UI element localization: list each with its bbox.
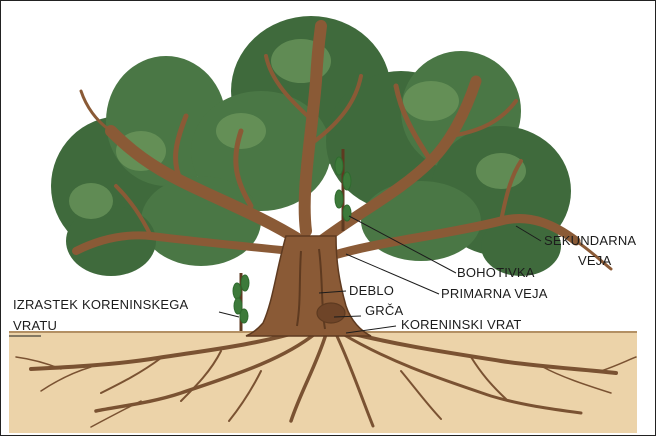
burl (317, 303, 345, 323)
label-izrastek-1: IZRASTEK KORENINSKEGA (13, 297, 188, 313)
label-sekundarna-veja-2: VEJA (578, 253, 611, 269)
label-grca: GRČA (365, 303, 403, 319)
label-koreninski-vrat: KORENINSKI VRAT (401, 317, 522, 333)
label-bohotivka: BOHOTIVKA (457, 265, 535, 281)
label-primarna-veja: PRIMARNA VEJA (441, 286, 548, 302)
label-izrastek-2: VRATU (13, 318, 57, 334)
label-deblo: DEBLO (349, 283, 394, 299)
label-sekundarna-veja-1: SEKUNDARNA (544, 233, 636, 249)
